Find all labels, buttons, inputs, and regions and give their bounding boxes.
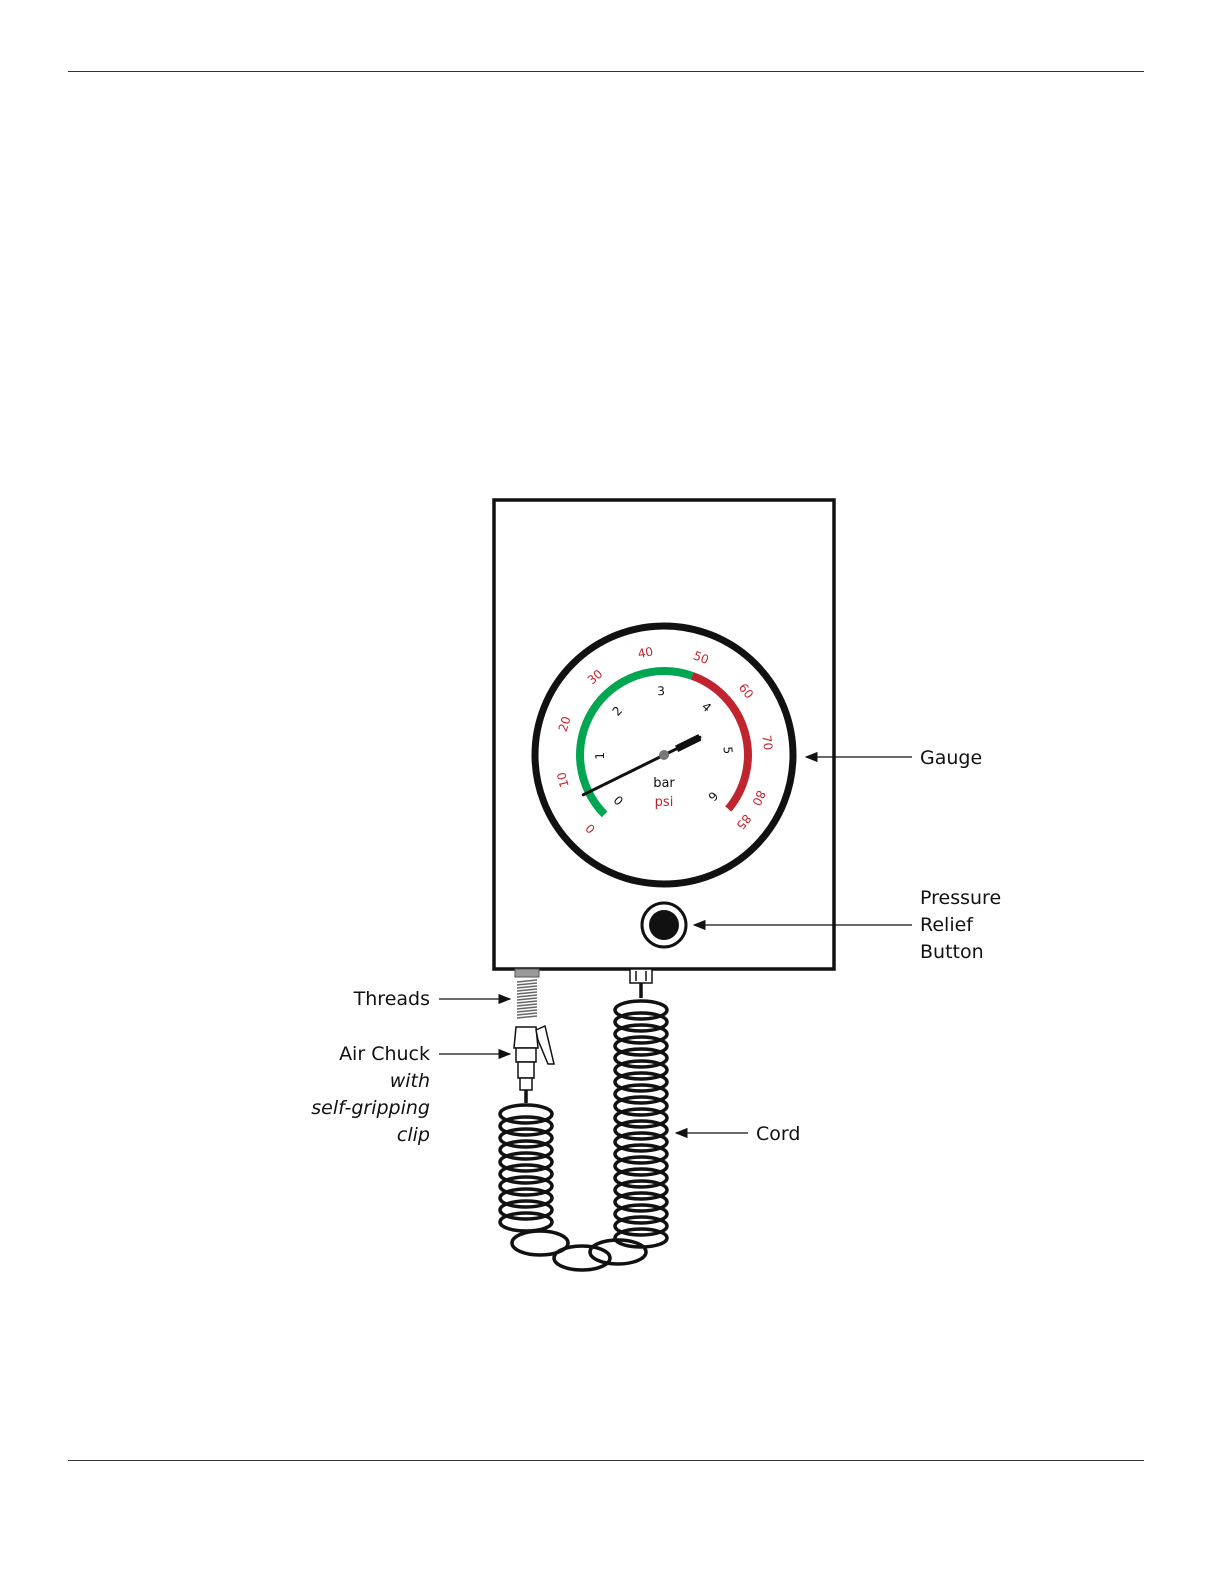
bar-tick-label: 1 (593, 752, 607, 760)
cord-label: Cord (756, 1123, 800, 1145)
air-chuck-detail-line1: with (390, 1070, 430, 1092)
air-chuck-detail-line2: self-gripping (311, 1097, 430, 1119)
bar-tick-label: 3 (657, 684, 665, 698)
air-chuck (514, 1026, 554, 1090)
pressure-relief-label-line2: Relief (920, 914, 974, 936)
psi-tick-label: 40 (637, 644, 655, 661)
pressure-relief-button (642, 903, 686, 947)
coiled-cord (500, 983, 667, 1270)
psi-tick-label: 70 (759, 734, 775, 751)
bar-tick-label: 5 (721, 746, 736, 755)
needle-hub (659, 750, 669, 760)
cord-fitting (630, 969, 652, 983)
pressure-relief-label-line3: Button (920, 941, 984, 963)
threads-fitting (515, 969, 539, 1018)
air-chuck-detail-line3: clip (397, 1124, 430, 1146)
psi-unit-label: psi (655, 795, 674, 810)
threads-label: Threads (353, 988, 430, 1010)
air-chuck-label: Air Chuck (339, 1043, 430, 1065)
gauge-label: Gauge (920, 747, 982, 769)
pressure-relief-label-line1: Pressure (920, 887, 1001, 909)
bar-unit-label: bar (653, 776, 675, 791)
